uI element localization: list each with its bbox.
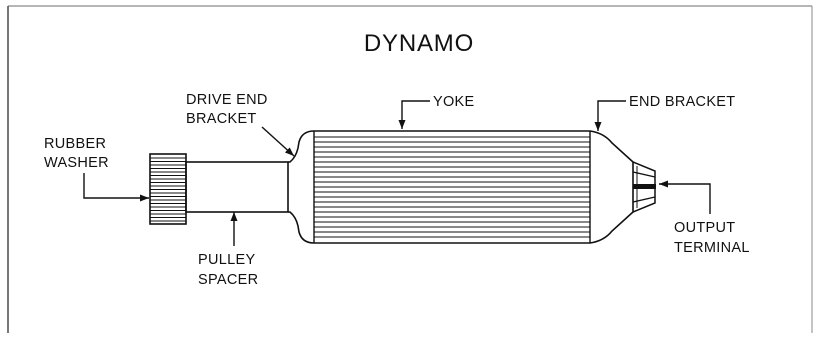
label-drive-end-bracket-line2: BRACKET (186, 111, 257, 127)
label-rubber-washer-line2: WASHER (44, 155, 109, 171)
output-terminal-leader (659, 180, 711, 214)
end-bracket-leader (594, 100, 626, 131)
rubber-washer-part (149, 153, 187, 225)
yoke-body-part (288, 130, 634, 244)
yoke-leader (398, 100, 430, 129)
leader-lines (83, 100, 711, 246)
diagram-title: DYNAMO (364, 30, 474, 57)
label-output-terminal-line1: OUTPUT (674, 220, 735, 236)
diagram-frame (7, 5, 813, 333)
pulley-spacer-part (185, 161, 289, 213)
drive-end-bracket-leader (261, 126, 295, 157)
label-rubber-washer-line1: RUBBER (44, 136, 106, 152)
label-drive-end-bracket-line1: DRIVE END (186, 92, 268, 108)
label-pulley-spacer-line2: SPACER (198, 272, 258, 288)
label-yoke: YOKE (433, 94, 475, 110)
rubber-washer-leader (83, 173, 149, 202)
label-end-bracket: END BRACKET (629, 94, 735, 110)
label-output-terminal-line2: TERMINAL (674, 240, 750, 256)
output-terminal-part (632, 161, 656, 213)
label-pulley-spacer-line1: PULLEY (198, 252, 255, 268)
